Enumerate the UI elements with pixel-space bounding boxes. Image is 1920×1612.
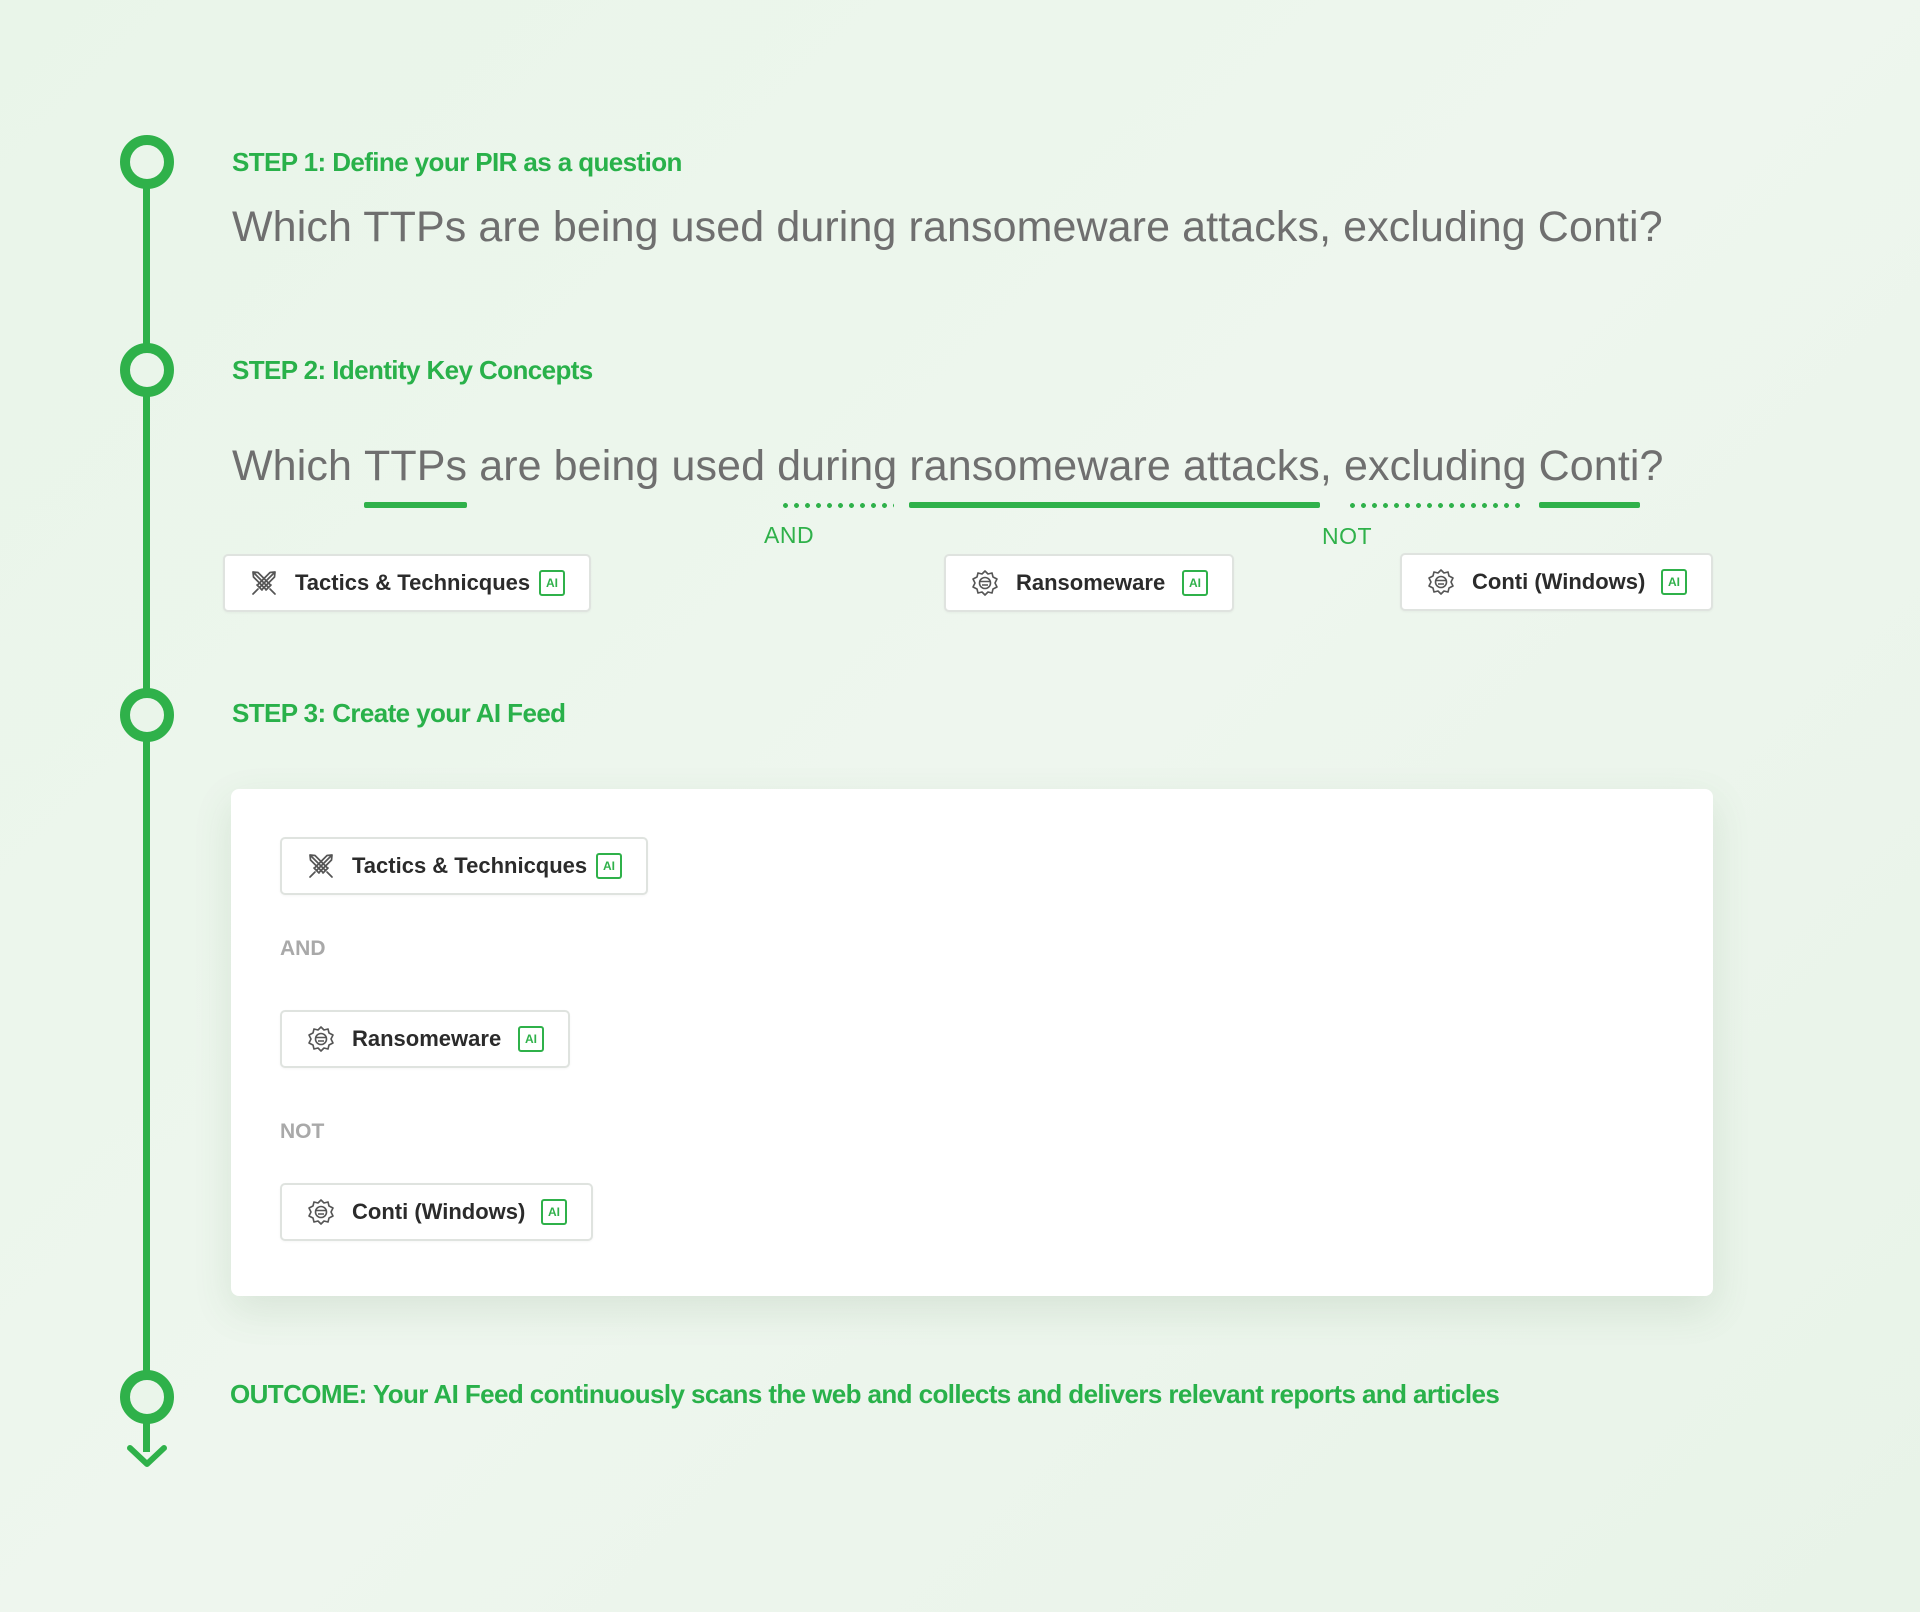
crossed-swords-icon [249, 568, 279, 598]
feed-chip-tactics-techniques[interactable]: Tactics & Technicques AI [280, 837, 648, 895]
chip-tactics-techniques[interactable]: Tactics & Technicques AI [223, 554, 591, 612]
concept-ransomeware-attacks: ransomeware attacks [909, 442, 1320, 508]
ai-badge: AI [1182, 570, 1208, 596]
word-comma: , [1319, 442, 1332, 490]
step1-label: STEP 1: Define your PIR as a question [232, 147, 682, 177]
ai-badge: AI [539, 570, 565, 596]
ai-badge: AI [596, 853, 622, 879]
step2-label: STEP 2: Identity Key Concepts [232, 355, 593, 385]
step2-node [120, 343, 174, 397]
timeline-line [143, 162, 150, 1452]
chip-conti-windows[interactable]: Conti (Windows) AI [1400, 553, 1713, 611]
word-are-being-used: are being used [479, 442, 766, 490]
outcome-label: OUTCOME: Your AI Feed continuously scans… [230, 1379, 1500, 1409]
chip-label: Ransomeware [352, 1026, 502, 1051]
operator-excluding: excluding [1344, 442, 1527, 508]
crossed-swords-icon [306, 851, 336, 881]
concept-conti: Conti [1538, 442, 1640, 508]
chip-label: Ransomeware [1016, 570, 1166, 595]
feed-chip-ransomeware[interactable]: Ransomeware AI [280, 1010, 570, 1068]
ai-badge: AI [1661, 569, 1687, 595]
word-question-mark: ? [1639, 442, 1664, 490]
feed-chip-conti-windows[interactable]: Conti (Windows) AI [280, 1183, 593, 1241]
word-which: Which [232, 442, 352, 490]
concept-ttps: TTPs [364, 442, 468, 508]
ai-badge: AI [518, 1026, 544, 1052]
outcome-node [120, 1370, 174, 1424]
timeline-arrow-icon [127, 1445, 167, 1467]
step3-label: STEP 3: Create your AI Feed [232, 698, 566, 728]
ai-badge: AI [541, 1199, 567, 1225]
step1-question: Which TTPs are being used during ransome… [232, 203, 1663, 251]
and-operator-label: AND [764, 522, 815, 548]
step3-node [120, 688, 174, 742]
not-operator-label: NOT [1322, 523, 1373, 549]
operator-during: during [777, 442, 898, 508]
malware-bug-icon [306, 1197, 336, 1227]
malware-bug-icon [1426, 567, 1456, 597]
chip-ransomeware[interactable]: Ransomeware AI [944, 554, 1234, 612]
chip-label: Tactics & Technicques [352, 853, 588, 878]
feed-and-operator: AND [280, 937, 326, 960]
chip-label: Tactics & Technicques [295, 570, 531, 595]
step1-node [120, 135, 174, 189]
malware-bug-icon [306, 1024, 336, 1054]
malware-bug-icon [970, 568, 1000, 598]
chip-label: Conti (Windows) [1472, 569, 1646, 594]
feed-not-operator: NOT [280, 1120, 325, 1143]
step2-annotated-question: Which TTPs are being used during ransome… [232, 442, 1664, 508]
ai-feed-card: Tactics & Technicques AI AND Ransomeware… [231, 789, 1713, 1296]
chip-label: Conti (Windows) [352, 1199, 526, 1224]
